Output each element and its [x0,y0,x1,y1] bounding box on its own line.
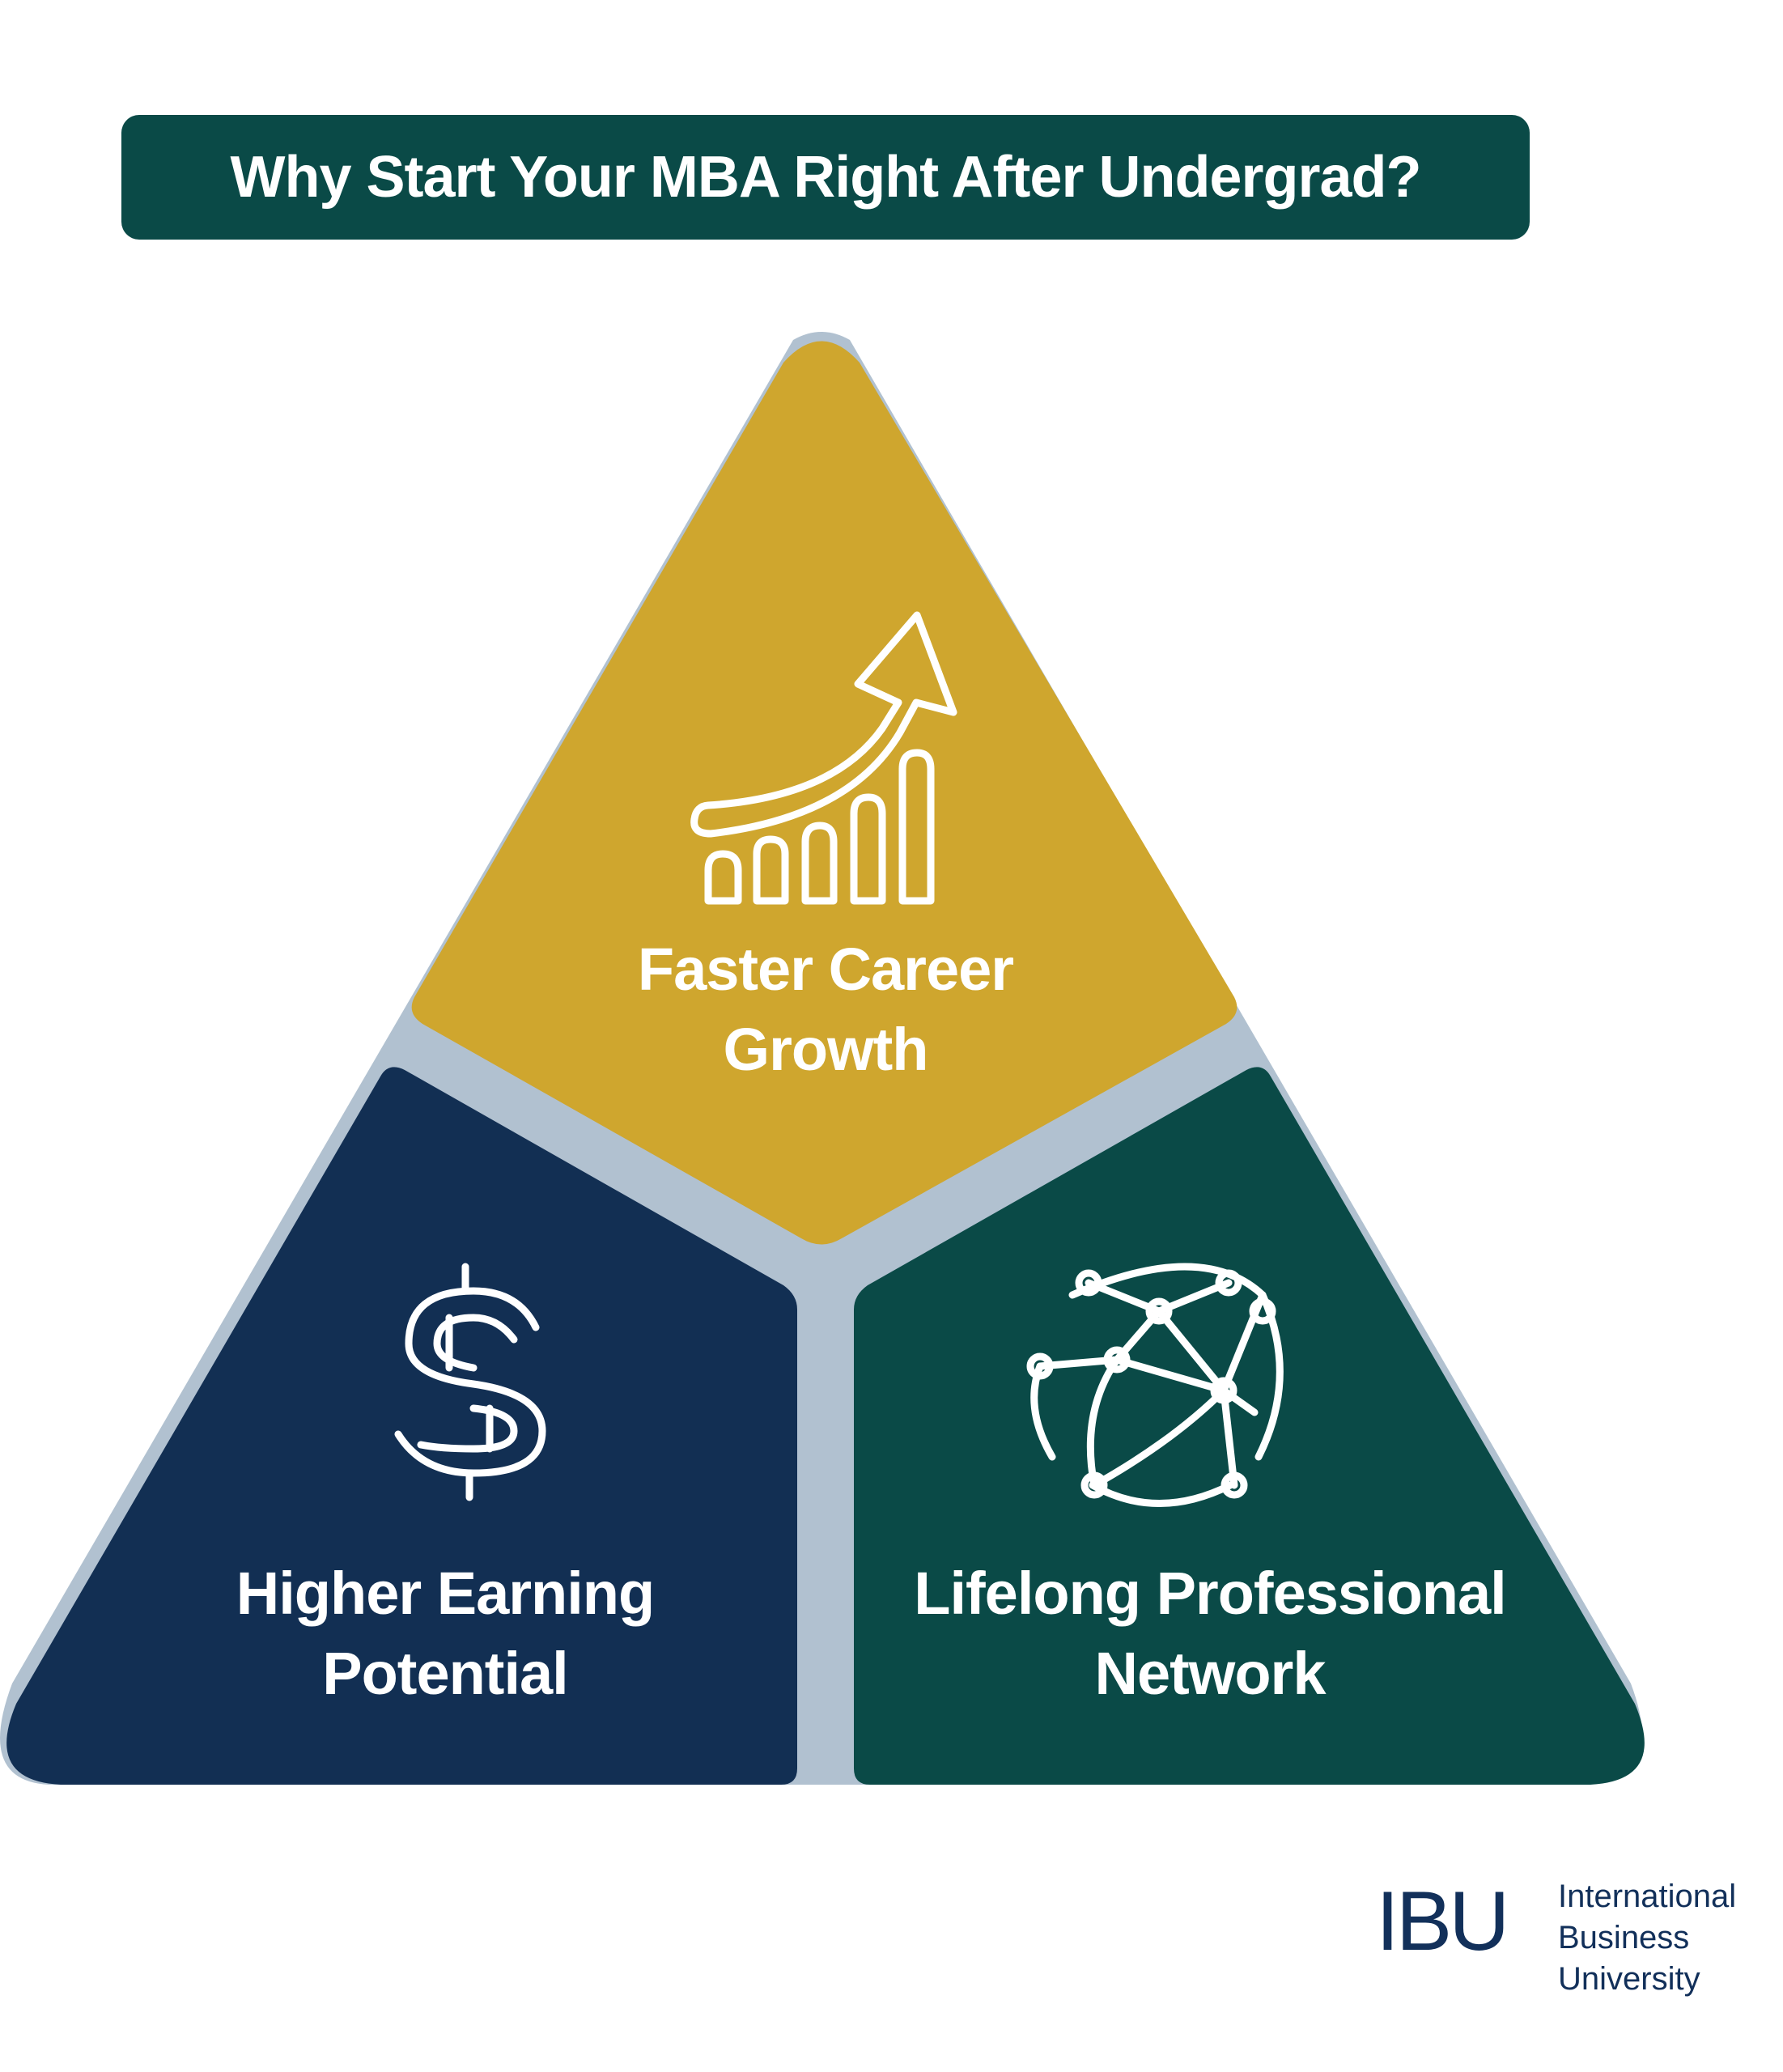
network-globe-icon [1026,1263,1284,1507]
segment-left-label-line1: Higher Earning [236,1560,654,1627]
segment-top-label-line1: Faster Career [638,936,1013,1003]
logo-mark: IBU [1376,1875,1509,1968]
ibu-logo: IBU International Business University [1376,1876,1772,2006]
segment-left [6,1067,798,1785]
segment-right-label-line2: Network [1095,1640,1327,1707]
segment-right [854,1067,1645,1785]
logo-line1: International [1558,1879,1737,1914]
page-title: Why Start Your MBA Right After Undergrad… [230,145,1422,210]
logo-line3: University [1558,1961,1700,1997]
segment-right-label-line1: Lifelong Professional [914,1560,1505,1627]
dollar-sign-icon [394,1263,546,1501]
logo-line2: Business [1558,1920,1690,1955]
growth-chart-arrow-icon [690,611,957,905]
logo-wordmark: International Business University [1558,1876,1736,2000]
segment-left-label-line2: Potential [322,1640,567,1707]
segment-top [411,341,1237,1245]
segment-top-label-line2: Growth [724,1016,928,1083]
title-banner: Why Start Your MBA Right After Undergrad… [121,115,1530,240]
